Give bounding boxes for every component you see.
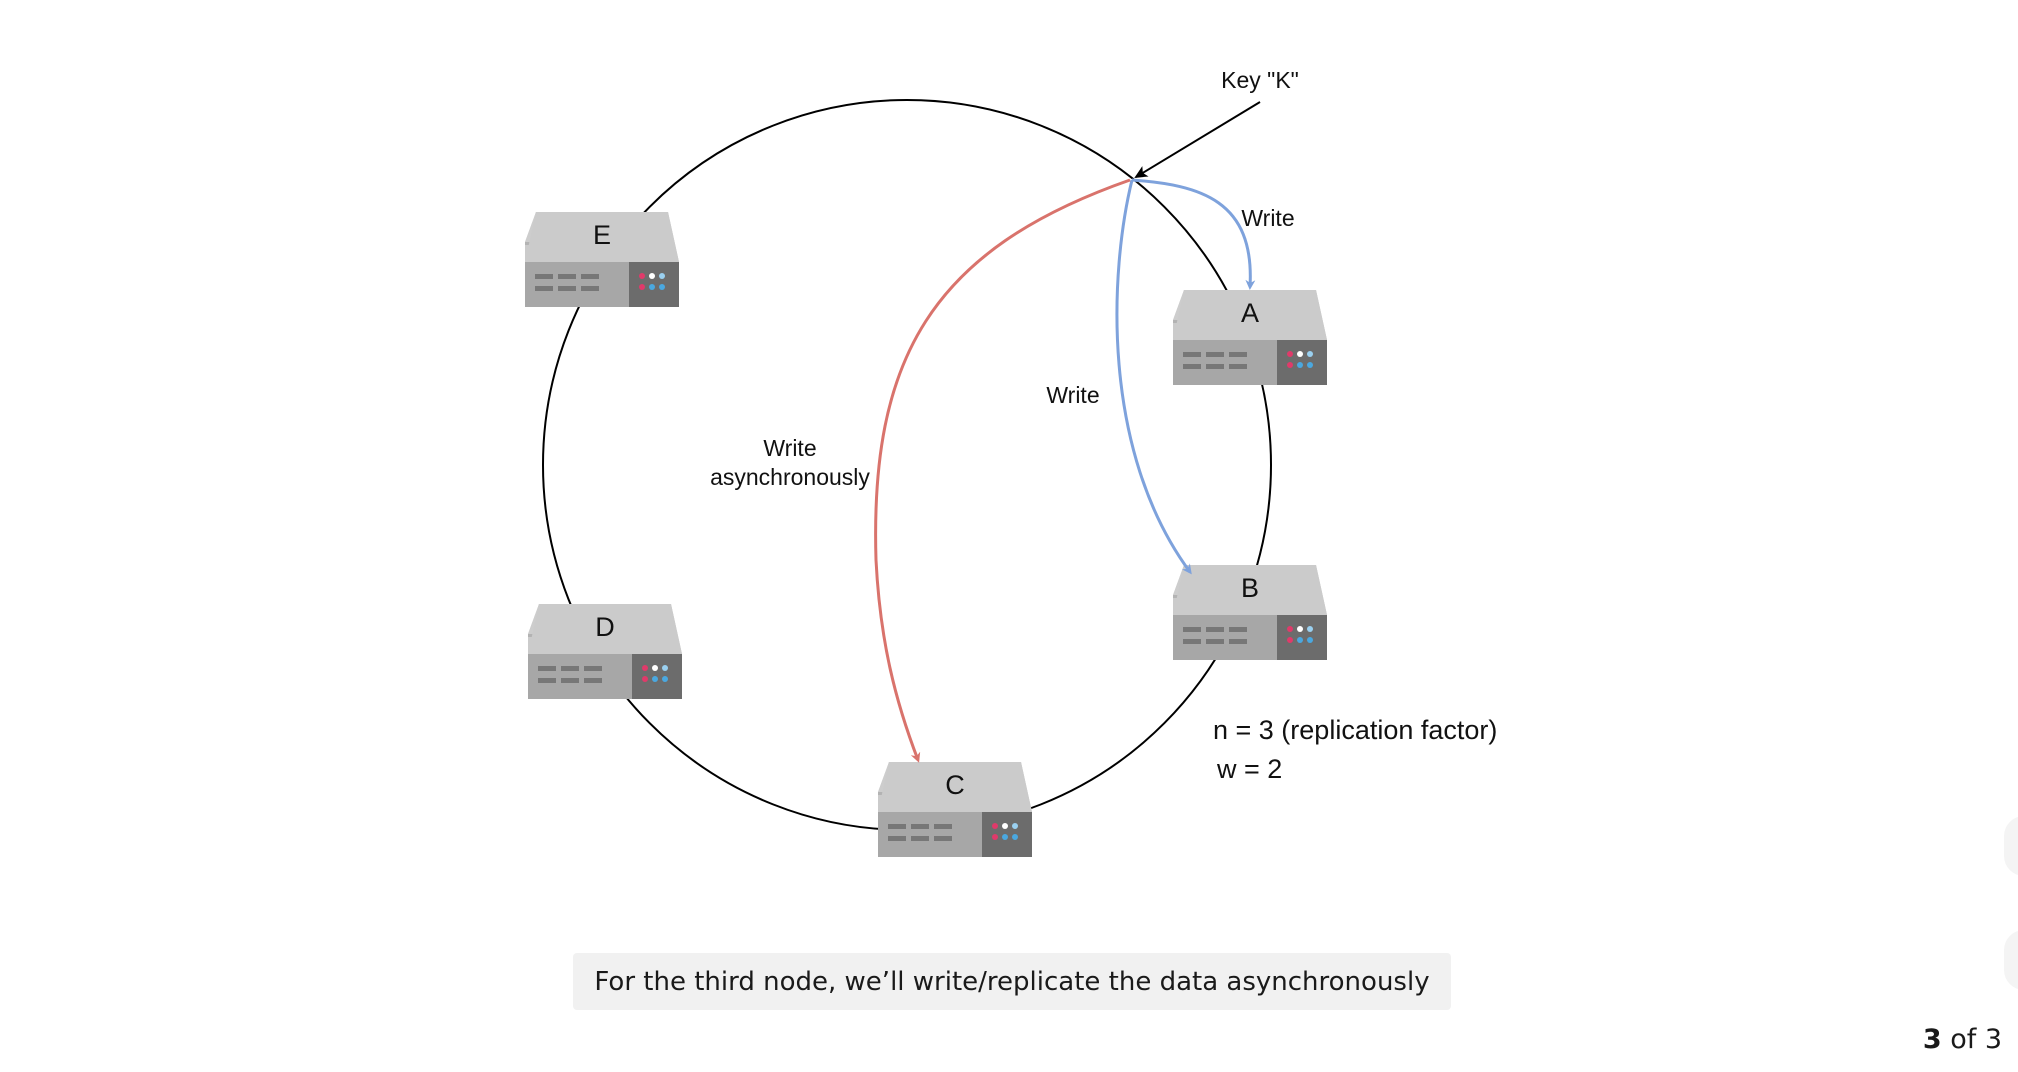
key-label: Key "K" xyxy=(1221,67,1299,93)
hash-ring xyxy=(542,99,1272,831)
key-arrow xyxy=(1134,101,1261,179)
replication-factor-text: n = 3 (replication factor) xyxy=(1213,715,1497,745)
server-node-e: E xyxy=(525,212,679,307)
slide-pager: 3 of 3 xyxy=(1923,1024,2002,1055)
node-label-b: B xyxy=(1241,573,1259,603)
write-arrow-b xyxy=(1115,179,1192,575)
pager-total: of 3 xyxy=(1941,1024,2002,1055)
async-label-line2: asynchronously xyxy=(710,464,870,490)
server-node-c: C xyxy=(878,762,1032,857)
prev-slide-button[interactable] xyxy=(2004,930,2018,990)
async-label-line1: Write xyxy=(763,435,816,461)
node-label-c: C xyxy=(945,770,965,800)
slide-caption: For the third node, we’ll write/replicat… xyxy=(573,953,1451,1010)
server-node-d: D xyxy=(528,604,682,699)
node-label-e: E xyxy=(593,220,611,250)
async-write-arrow-c xyxy=(874,178,1131,763)
write-label-b: Write xyxy=(1046,382,1099,408)
server-node-b: B xyxy=(1173,565,1327,660)
write-quorum-text: w = 2 xyxy=(1216,754,1282,784)
server-node-a: A xyxy=(1173,290,1327,385)
node-label-d: D xyxy=(595,612,615,642)
next-slide-button[interactable] xyxy=(2004,816,2018,876)
write-arrow-a xyxy=(1131,178,1256,290)
node-label-a: A xyxy=(1241,298,1259,328)
pager-current: 3 xyxy=(1922,1024,1942,1055)
write-label-a: Write xyxy=(1241,205,1294,231)
